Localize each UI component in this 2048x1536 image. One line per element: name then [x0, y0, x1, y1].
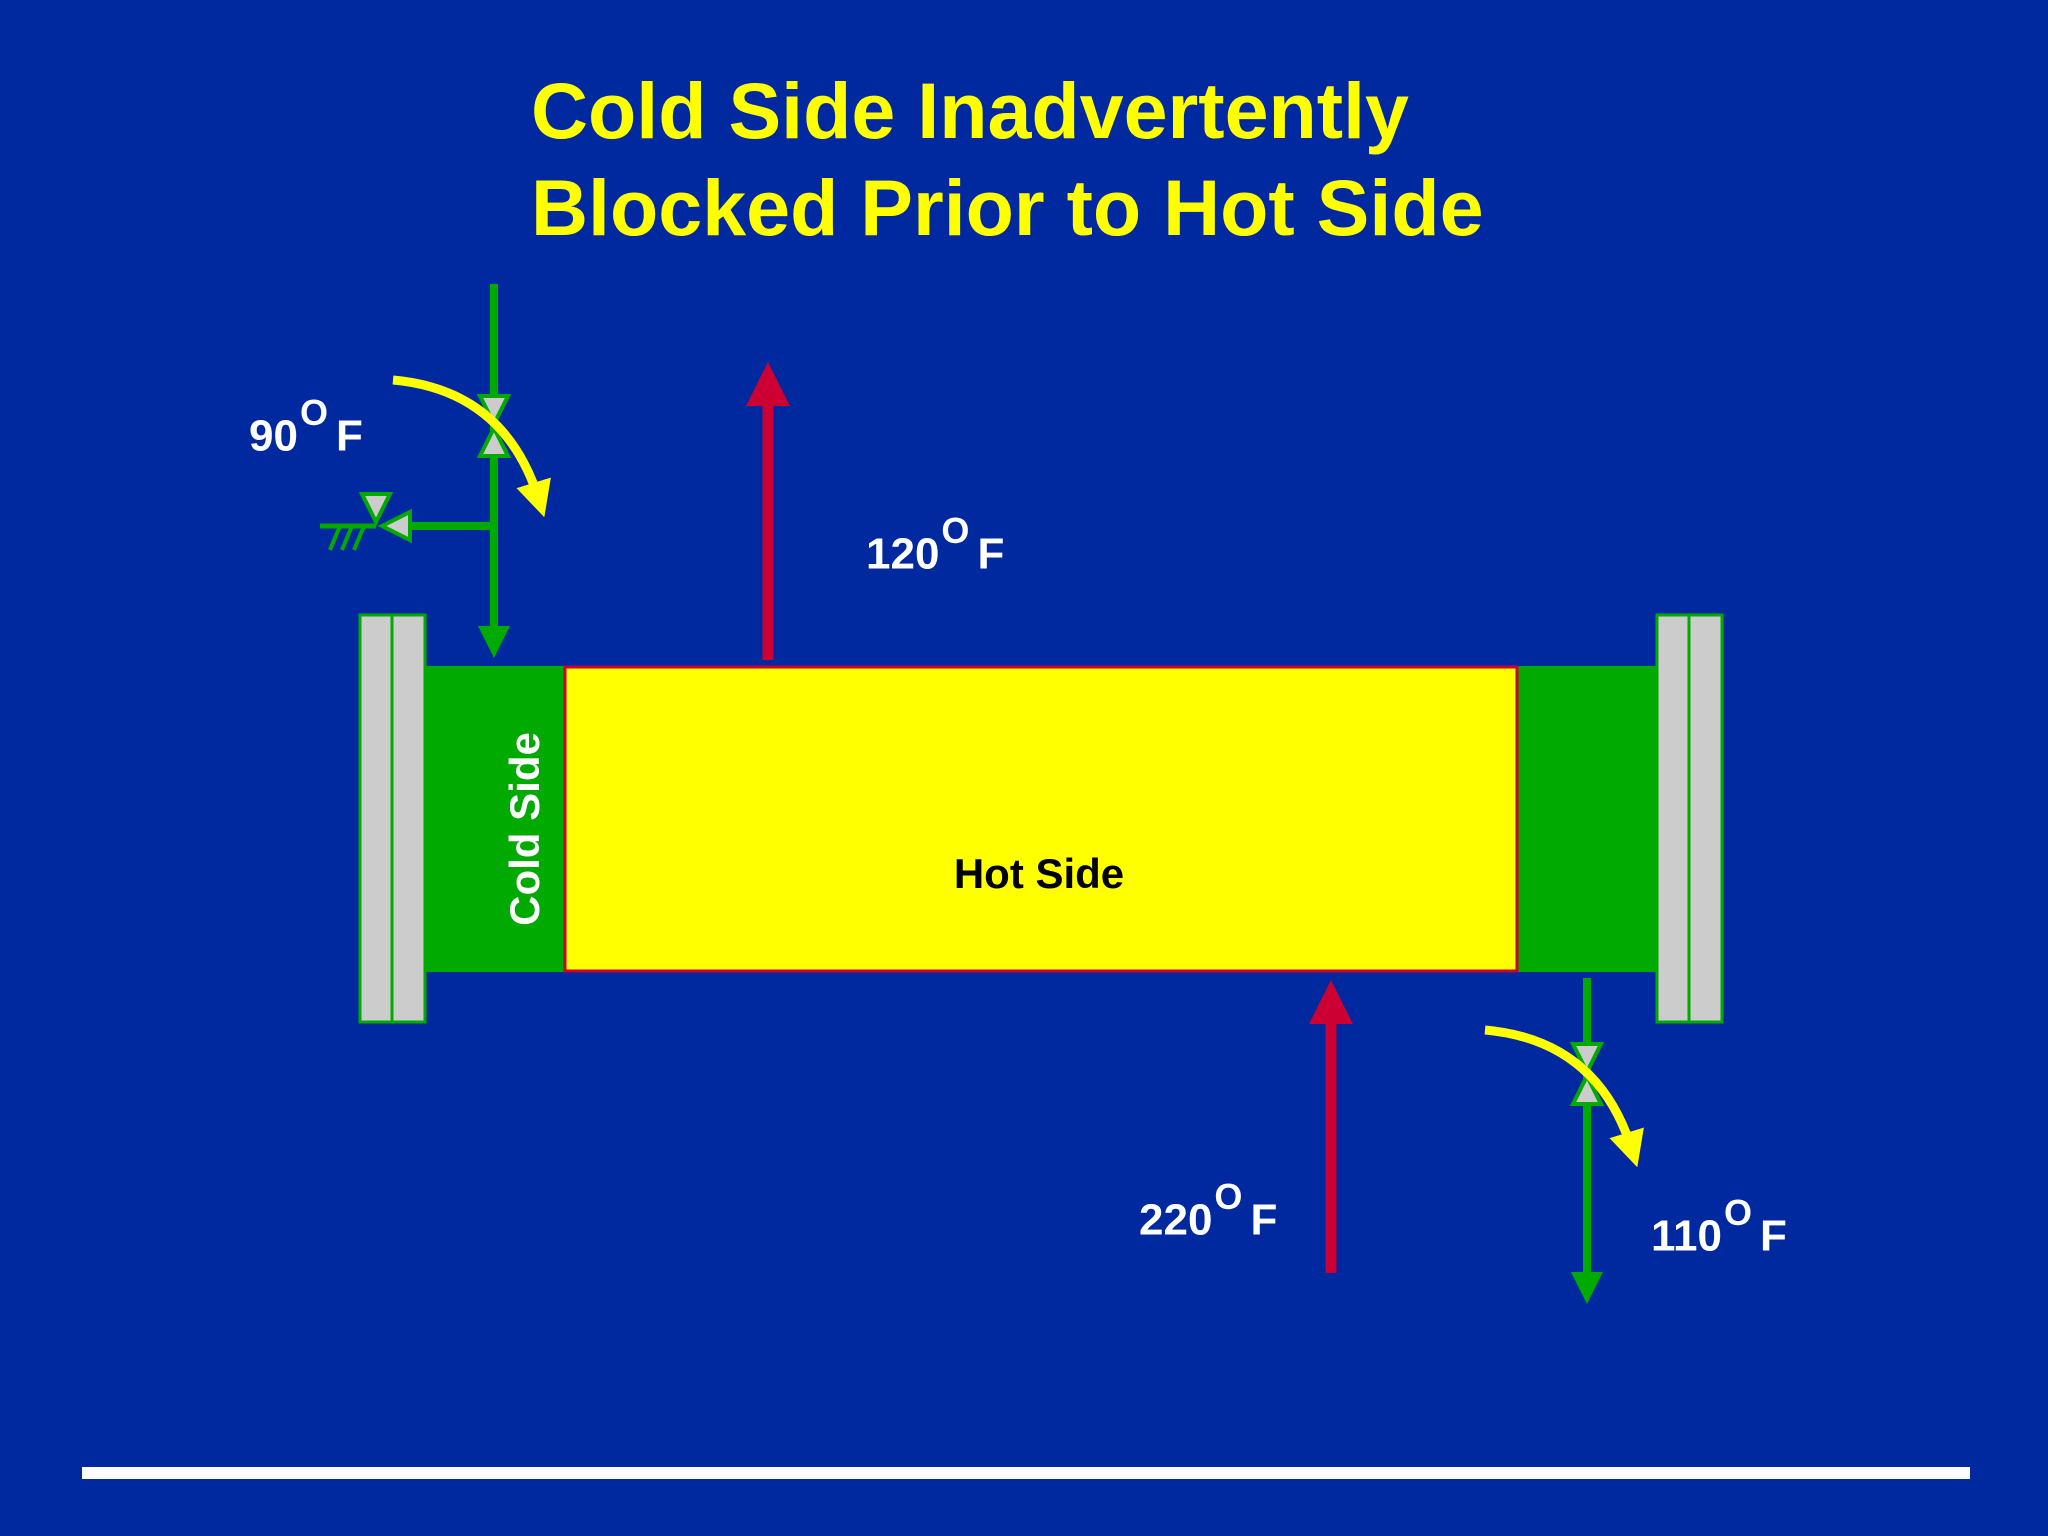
- title-line-2: Blocked Prior to Hot Side: [531, 163, 1484, 252]
- curved-arrow-icon: [392, 375, 551, 518]
- relief-valve-icon[interactable]: [320, 492, 412, 551]
- right-tube-sheet: [1655, 613, 1724, 1024]
- left-tube-sheet: [358, 613, 427, 1024]
- footer-rule: [82, 1467, 1970, 1479]
- hot-side-body: [563, 665, 1519, 973]
- cold-side-channel-right: [1517, 666, 1657, 972]
- cold-inlet-valve[interactable]: [476, 394, 512, 458]
- cold-side-label: Cold Side: [501, 732, 548, 926]
- curved-arrow-icon: [1484, 1025, 1644, 1168]
- slide-title: Cold Side Inadvertently Blocked Prior to…: [531, 62, 1484, 256]
- title-line-1: Cold Side Inadvertently: [531, 66, 1409, 155]
- cold-side-channel-left: [425, 666, 565, 972]
- cold-outlet-valve[interactable]: [1569, 1042, 1605, 1106]
- hot-side-label: Hot Side: [953, 850, 1125, 897]
